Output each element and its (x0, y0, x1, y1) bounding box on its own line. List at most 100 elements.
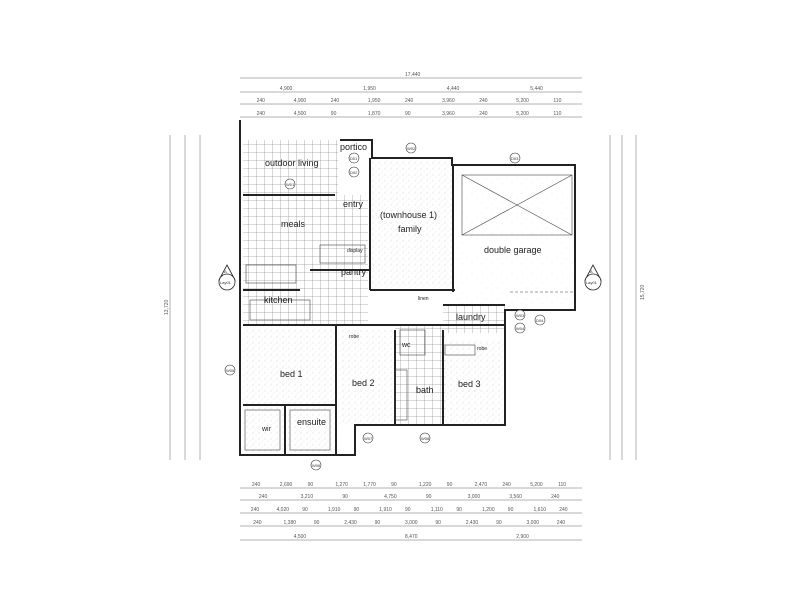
dim-value: 1,950 (363, 86, 376, 92)
room-pantry: pantry (341, 267, 367, 277)
walls (239, 120, 576, 456)
dim-value: 240 (251, 507, 260, 513)
dimensions-top: 17,440 (240, 72, 582, 118)
room-wc: wc (401, 342, 411, 349)
svg-text:Lay01: Lay01 (220, 280, 232, 285)
dim-value: 110 (558, 482, 566, 488)
dim-value: 4,020 (277, 507, 290, 513)
dim-value: 1,610 (534, 507, 547, 513)
dim-value: 90 (435, 520, 441, 526)
tag-w03: W03 (514, 309, 526, 321)
dim-value: 2,470 (475, 482, 488, 488)
dim-value: 8,470 (405, 534, 418, 540)
dim-value: 90 (314, 520, 320, 526)
dim-value: 90 (447, 482, 453, 488)
room-double-garage: double garage (484, 245, 542, 255)
tag-d02: D02 (348, 166, 360, 178)
tag-w08: W08 (419, 432, 431, 444)
dim-value: 1,380 (284, 520, 297, 526)
room-meals: meals (281, 219, 306, 229)
svg-text:A: A (590, 269, 593, 274)
dim-value: 240 (259, 494, 268, 500)
window-tags: W01 D01 D02 W02 D03 W03 W04 D04 W05 W06 … (224, 142, 546, 471)
dim-value: 1,910 (379, 507, 392, 513)
dim-value: 2,690 (280, 482, 293, 488)
svg-text:W04: W04 (516, 326, 525, 331)
svg-text:W02: W02 (407, 146, 416, 151)
section-marker-left: A Lay01 (218, 264, 236, 291)
svg-text:W06: W06 (312, 463, 321, 468)
tag-w02: W02 (405, 142, 417, 154)
dim-value: 90 (456, 507, 462, 513)
dim-left-depth: 13,720 (164, 299, 170, 315)
dim-value: 1,220 (419, 482, 432, 488)
dim-value: 4,750 (384, 494, 397, 500)
room-labels: outdoor living portico entry meals (town… (261, 142, 542, 433)
svg-text:D04: D04 (536, 318, 544, 323)
dim-value: 90 (426, 494, 432, 500)
room-townhouse: (townhouse 1) (380, 210, 437, 220)
dim-value: 90 (308, 482, 314, 488)
dim-value: 90 (354, 507, 360, 513)
room-display: display (347, 248, 363, 254)
dim-value: 90 (391, 482, 397, 488)
room-robe-bed3: robe (477, 346, 487, 352)
dim-value: 4,900 (280, 86, 293, 92)
svg-text:D02: D02 (350, 170, 358, 175)
dim-value: 240 (257, 98, 266, 104)
dimensions-bottom (240, 487, 582, 541)
tag-w06: W06 (310, 459, 322, 471)
room-bath: bath (416, 385, 434, 395)
dim-value: 90 (405, 507, 411, 513)
room-kitchen: kitchen (264, 295, 293, 305)
room-outdoor-living: outdoor living (265, 158, 319, 168)
dim-value: 3,960 (442, 98, 455, 104)
dim-value: 90 (342, 494, 348, 500)
dim-value: 240 (331, 98, 340, 104)
tag-d04: D04 (534, 314, 546, 326)
tag-w05: W05 (224, 364, 236, 376)
tag-w01: W01 (284, 178, 296, 190)
dim-value: 90 (496, 520, 502, 526)
tag-d03: D03 (509, 152, 521, 164)
room-bed2: bed 2 (352, 378, 375, 388)
dim-value: 240 (405, 98, 414, 104)
dim-value: 3,000 (405, 520, 418, 526)
room-portico: portico (340, 142, 367, 152)
dim-value: 240 (479, 98, 488, 104)
dimensions-right: 15,720 (609, 135, 646, 460)
dim-value: 3,000 (527, 520, 540, 526)
dim-value: 4,900 (294, 98, 307, 104)
tag-d01: D01 (348, 152, 360, 164)
dim-value: 2,900 (516, 534, 529, 540)
dim-value: 1,870 (368, 111, 381, 117)
dim-value: 1,950 (368, 98, 381, 104)
dim-value: 90 (508, 507, 514, 513)
dim-value: 1,270 (335, 482, 348, 488)
dim-value: 240 (559, 507, 568, 513)
fixtures (244, 174, 575, 451)
tag-w04: W04 (514, 322, 526, 334)
dim-value: 1,200 (482, 507, 495, 513)
section-marker-right: A Lay01 (584, 264, 602, 291)
dim-value: 240 (557, 520, 566, 526)
room-bed3: bed 3 (458, 379, 481, 389)
dim-value: 5,200 (516, 111, 529, 117)
dim-value: 90 (302, 507, 308, 513)
dim-value: 110 (553, 98, 561, 104)
dim-value: 90 (405, 111, 411, 117)
dim-value: 3,210 (301, 494, 314, 500)
floor-finishes (243, 140, 575, 453)
dim-value: 3,960 (442, 111, 455, 117)
svg-text:D03: D03 (511, 156, 519, 161)
dim-value: 90 (331, 111, 337, 117)
svg-text:W07: W07 (364, 436, 373, 441)
dim-overall-width: 17,440 (405, 72, 421, 78)
room-linen: linen (418, 296, 429, 302)
svg-text:W03: W03 (516, 313, 525, 318)
dim-value: 240 (253, 520, 262, 526)
dim-value: 240 (257, 111, 266, 117)
